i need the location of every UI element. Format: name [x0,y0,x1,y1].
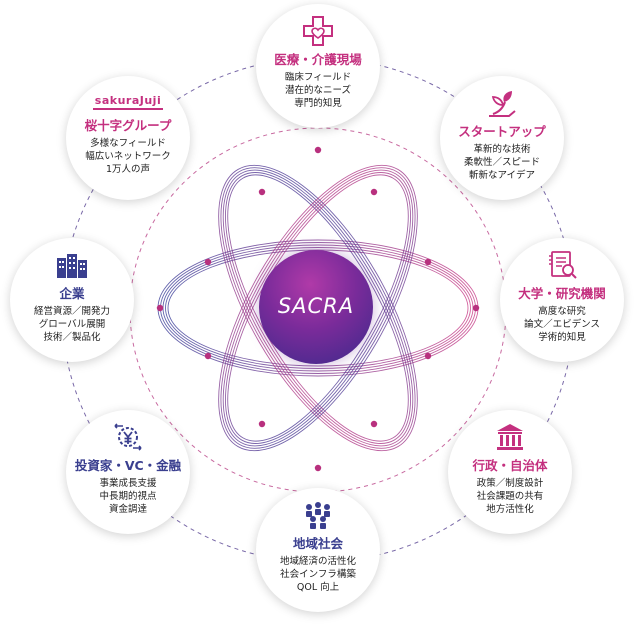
node-line: 潜在的なニーズ [284,85,352,96]
node-line: 経営資源／開発力 [33,306,110,317]
orbit-node-dot [424,258,432,266]
node-title: 企業 [59,286,85,301]
node-enterprise: 企業 経営資源／開発力 グローバル展開 技術／製品化 [10,238,134,362]
orbit-node-dot [156,304,164,312]
node-line: 臨床フィールド [284,72,352,83]
node-lines: 地域経済の活性化 社会インフラ構築 QOL 向上 [256,555,380,594]
node-university: 大学・研究機関 高度な研究 論文／エビデンス 学術的知見 [500,238,624,362]
government-building-icon [497,424,523,450]
sprout-hand-icon [489,91,516,117]
node-lines: 高度な研究 論文／エビデンス 学術的知見 [500,305,624,344]
orbit-node-dot [424,352,432,360]
orbit-line [218,164,418,452]
center-label: SACRA [277,294,355,318]
node-line: 地方活性化 [486,504,534,515]
node-line: 学術的知見 [538,332,586,343]
orbit-line [220,167,416,449]
node-title: 大学・研究機関 [518,286,606,301]
node-line: 幅広いネットワーク [85,151,171,162]
orbit-line [220,167,416,449]
orbit-line [218,164,418,452]
node-title: 桜十字グループ [84,118,172,133]
node-title: 投資家・VC・金融 [74,458,182,473]
node-line: QOL 向上 [296,582,340,593]
node-lines: 臨床フィールド 潜在的なニーズ 専門的知見 [256,71,380,110]
orbit-line [222,169,414,447]
node-line: 高度な研究 [538,306,586,317]
node-line: グローバル展開 [38,319,106,330]
node-lines: 経営資源／開発力 グローバル展開 技術／製品化 [10,305,134,344]
node-line: 社会インフラ構築 [280,569,356,580]
node-title: スタートアップ [458,124,546,139]
node-line: 柔軟性／スピード [463,157,540,168]
node-line: 斬新なアイデア [468,170,536,181]
orbit-line [222,169,414,447]
node-line: 多様なフィールド [90,138,166,149]
orbit-node-dot [204,352,212,360]
node-lines: 事業成長支援 中長期的視点 資金調達 [66,477,190,516]
node-line: 革新的な技術 [473,144,531,155]
node-line: 中長期的視点 [99,491,157,502]
node-medical: 医療・介護現場 臨床フィールド 潜在的なニーズ 専門的知見 [256,4,380,128]
node-line: 論文／エビデンス [524,319,600,330]
medical-cross-heart-icon [303,16,333,46]
node-title: 地域社会 [292,536,343,551]
node-line: 政策／制度設計 [476,478,544,489]
node-line: 事業成長支援 [99,478,157,489]
orbit-line [225,172,411,444]
sakura-juji-logo: sakuraJuji [92,86,164,110]
orbit-node-dot [314,146,322,154]
orbit-node-dot [370,420,378,428]
orbit-nodes [156,146,480,472]
node-community: 地域社会 地域経済の活性化 社会インフラ構築 QOL 向上 [256,488,380,612]
orbit-node-dot [258,420,266,428]
node-lines: 革新的な技術 柔軟性／スピード 斬新なアイデア [440,143,564,182]
orbit-node-dot [314,464,322,472]
node-title: 医療・介護現場 [274,52,362,67]
node-line: 地域経済の活性化 [279,556,356,567]
orbit-node-dot [204,258,212,266]
node-line: 技術／製品化 [43,332,101,343]
orbit-node-dot [370,188,378,196]
node-line: 専門的知見 [294,98,342,109]
node-lines: 多様なフィールド 幅広いネットワーク 1万人の声 [66,137,190,176]
node-line: 1万人の声 [105,164,151,175]
node-investor: 投資家・VC・金融 事業成長支援 中長期的視点 資金調達 [66,410,190,534]
node-lines: 政策／制度設計 社会課題の共有 地方活性化 [448,477,572,516]
node-sakura-group: sakuraJuji 桜十字グループ 多様なフィールド 幅広いネットワーク 1万… [66,76,190,200]
office-buildings-icon [57,254,87,278]
yen-gear-icon [114,423,142,451]
node-line: 資金調達 [108,504,147,515]
orbit-line [165,247,471,369]
node-line: 社会課題の共有 [476,491,544,502]
research-document-icon [549,251,577,279]
orbit-node-dot [472,304,480,312]
node-government: 行政・自治体 政策／制度設計 社会課題の共有 地方活性化 [448,410,572,534]
people-group-icon [306,502,330,529]
orbit-node-dot [258,188,266,196]
node-title: 行政・自治体 [472,458,548,473]
center-orb: SACRA [259,250,373,364]
node-startup: スタートアップ 革新的な技術 柔軟性／スピード 斬新なアイデア [440,76,564,200]
